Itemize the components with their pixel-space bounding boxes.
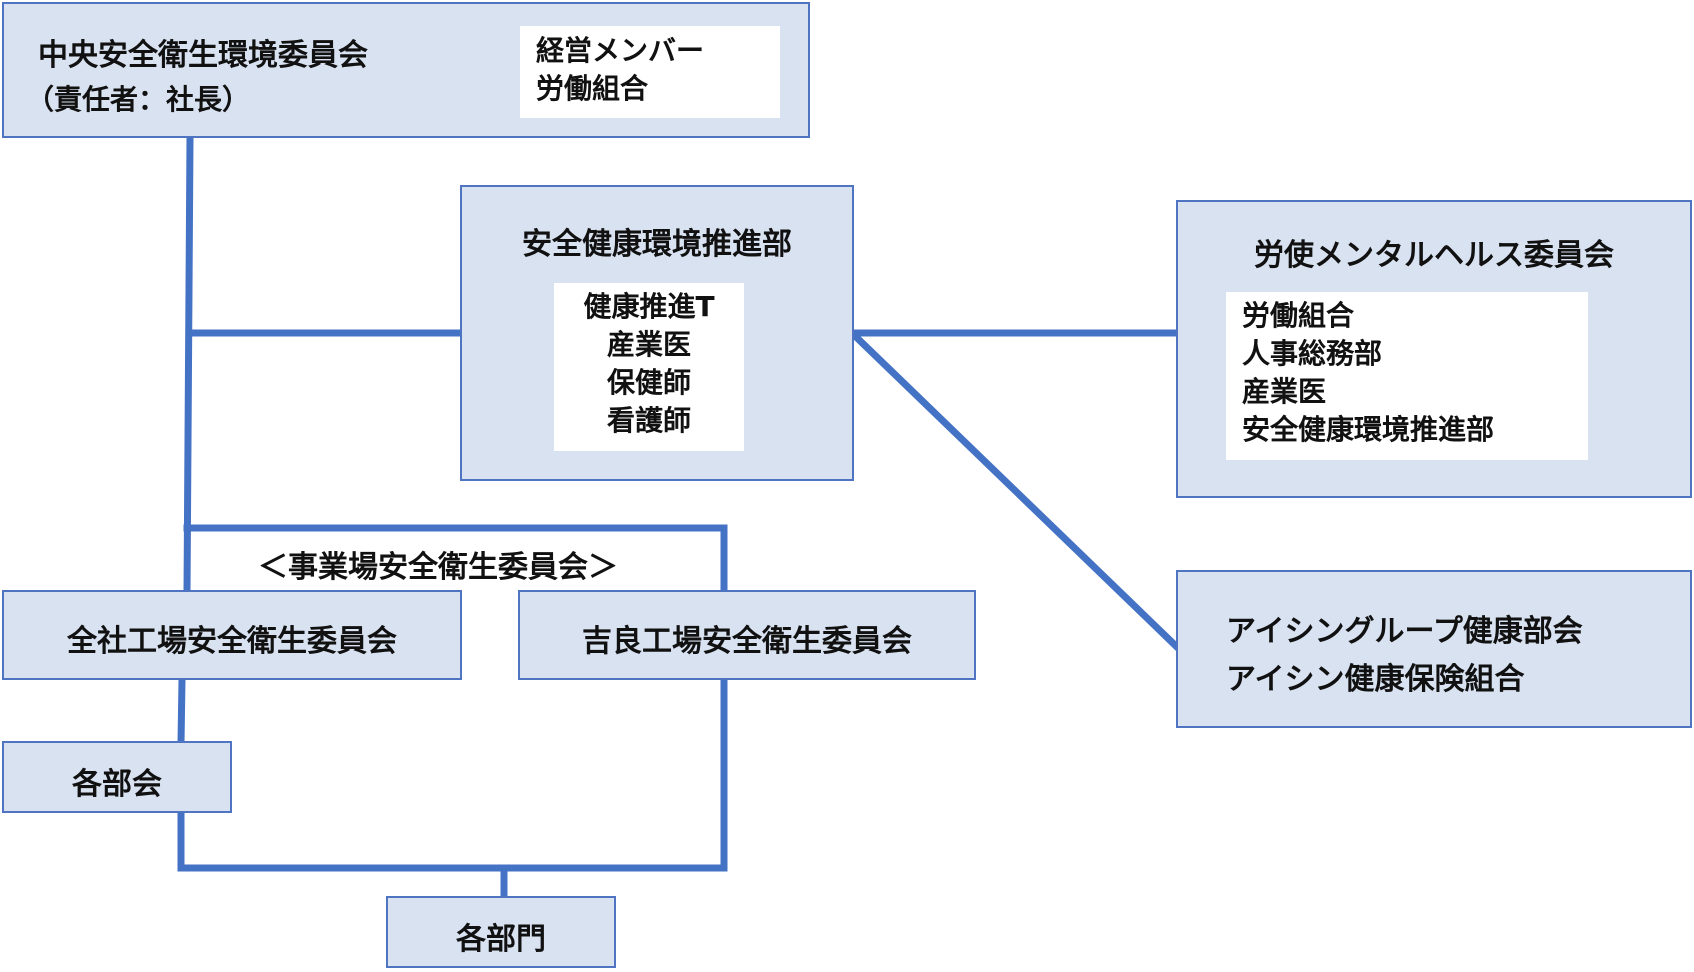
mental-health-member: 産業医 <box>1242 375 1327 408</box>
central-committee-subtitle: （責任者：社長） <box>26 83 251 116</box>
company-factory-committee-title: 全社工場安全衛生委員会 <box>67 624 397 659</box>
subcommittees-title: 各部会 <box>72 767 162 802</box>
connector-factory-to-subcommittees <box>177 676 186 747</box>
central-member: 経営メンバー <box>536 34 705 67</box>
promotion-dept-box: 安全健康環境推進部 健康推進T 産業医 保健師 看護師 <box>460 185 854 481</box>
promotion-member: 健康推進T <box>583 290 715 323</box>
mental-health-committee-members: 労働組合 人事総務部 産業医 安全健康環境推進部 <box>1226 292 1588 460</box>
connector-central-to-factory <box>183 134 194 596</box>
subcommittees-box: 各部会 <box>2 741 232 813</box>
departments-title: 各部門 <box>456 922 546 957</box>
mental-health-member: 人事総務部 <box>1242 337 1383 370</box>
promotion-member: 保健師 <box>606 366 691 399</box>
central-committee-members: 経営メンバー 労働組合 <box>520 26 780 118</box>
connector-site-committee-bracket <box>183 524 728 596</box>
connector-promotion-to-aisin-group <box>847 328 1183 653</box>
kira-factory-committee-box: 吉良工場安全衛生委員会 <box>518 590 976 680</box>
promotion-dept-title: 安全健康環境推進部 <box>522 227 792 262</box>
departments-box: 各部門 <box>386 896 616 968</box>
site-committee-label: ＜事業場安全衛生委員会＞ <box>258 550 618 585</box>
central-committee-box: 中央安全衛生環境委員会 （責任者：社長） 経営メンバー 労働組合 <box>2 2 810 138</box>
aisin-group-health-committee: アイシングループ健康部会 <box>1226 614 1583 649</box>
promotion-member: 看護師 <box>606 404 691 437</box>
mental-health-member: 安全健康環境推進部 <box>1242 413 1495 446</box>
mental-health-committee-title: 労使メンタルヘルス委員会 <box>1254 238 1614 273</box>
mental-health-member: 労働組合 <box>1242 299 1355 332</box>
aisin-group-box: アイシングループ健康部会 アイシン健康保険組合 <box>1176 570 1692 728</box>
central-member: 労働組合 <box>536 72 649 105</box>
kira-factory-committee-title: 吉良工場安全衛生委員会 <box>582 624 912 659</box>
mental-health-committee-box: 労使メンタルヘルス委員会 労働組合 人事総務部 産業医 安全健康環境推進部 <box>1176 200 1692 498</box>
promotion-dept-members: 健康推進T 産業医 保健師 看護師 <box>554 283 744 451</box>
promotion-member: 産業医 <box>606 328 691 361</box>
central-committee-title: 中央安全衛生環境委員会 <box>38 38 368 73</box>
aisin-health-insurance-union: アイシン健康保険組合 <box>1226 662 1525 697</box>
company-factory-committee-box: 全社工場安全衛生委員会 <box>2 590 462 680</box>
connector-subcommittees-to-departments <box>177 676 728 872</box>
